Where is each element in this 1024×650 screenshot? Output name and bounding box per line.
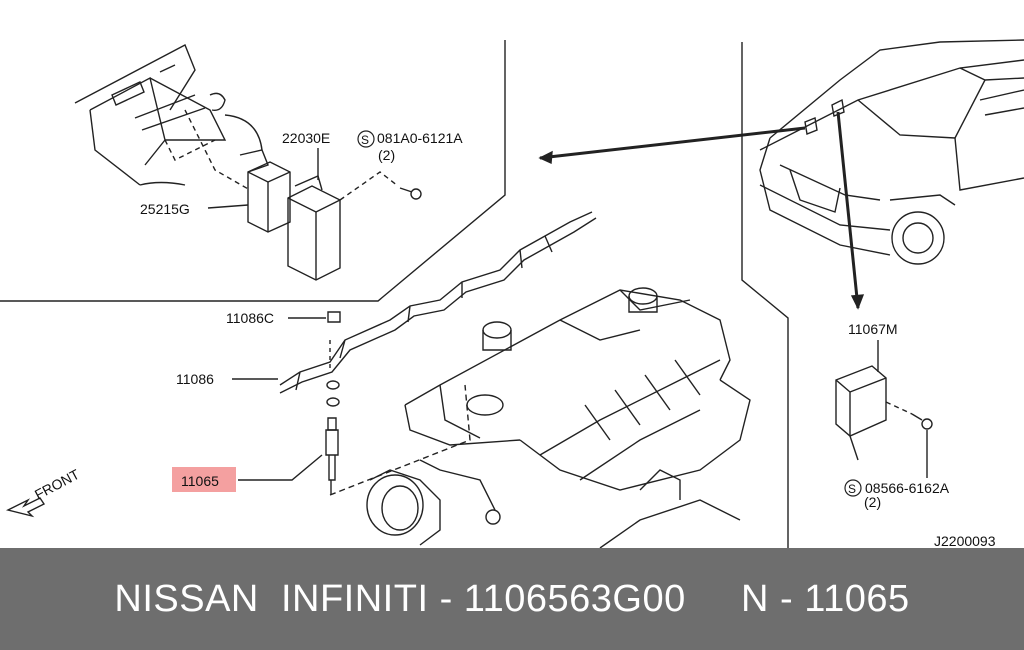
engine-block-sketch	[366, 287, 751, 548]
s-mark-2: S	[848, 482, 856, 496]
label-25215G: 25215G	[140, 201, 190, 217]
label-front: FRONT	[32, 466, 82, 503]
label-081A0-6121A: 081A0-6121A	[377, 130, 463, 146]
parts-diagram: 22030E S 081A0-6121A (2) 25215G 11086C 1…	[0, 39, 1024, 548]
part-number-banner: NISSAN INFINITI - 1106563G00 N - 11065	[0, 548, 1024, 650]
control-unit-22030E	[287, 175, 341, 281]
glow-plug-harness-11086	[279, 211, 597, 394]
front-arrow-icon	[5, 497, 46, 518]
highlight-11065	[172, 467, 236, 492]
arrow-to-11067M	[836, 111, 860, 309]
relay-25215G	[239, 149, 291, 233]
firewall-bracket-sketch	[74, 44, 263, 191]
reference-number: N - 11065	[741, 577, 910, 620]
s-mark-circle-1	[357, 130, 375, 148]
diagram-id: J2200093	[934, 533, 996, 548]
vehicle-front-sketch	[759, 39, 1024, 265]
part-number: 1106563G00	[463, 577, 686, 620]
nut-11086C	[327, 311, 341, 368]
glow-plug-11065	[325, 417, 339, 495]
label-081A0-qty: (2)	[378, 147, 395, 163]
arrow-to-inset	[539, 126, 806, 160]
leader-25215G	[207, 204, 249, 209]
label-11086: 11086	[176, 371, 214, 387]
spacer	[686, 578, 741, 621]
glow-control-unit-11067M	[835, 340, 933, 478]
separator: -	[428, 577, 464, 620]
install-path-dashed	[329, 384, 471, 496]
leader-11065	[238, 454, 323, 481]
label-08566-6162A: 08566-6162A	[865, 480, 950, 496]
label-08566-qty: (2)	[864, 494, 881, 510]
label-22030E: 22030E	[282, 130, 330, 146]
label-11065: 11065	[181, 473, 219, 489]
washer	[326, 380, 340, 407]
brand-text: NISSAN INFINITI	[114, 577, 429, 620]
vehicle-panel-border	[741, 42, 789, 548]
inset-panel-border	[0, 40, 506, 302]
label-11086C: 11086C	[226, 310, 274, 326]
s-mark-1: S	[361, 133, 369, 147]
label-11067M: 11067M	[848, 321, 898, 337]
bolt-081A0	[339, 171, 422, 201]
s-mark-circle-2	[844, 479, 862, 497]
